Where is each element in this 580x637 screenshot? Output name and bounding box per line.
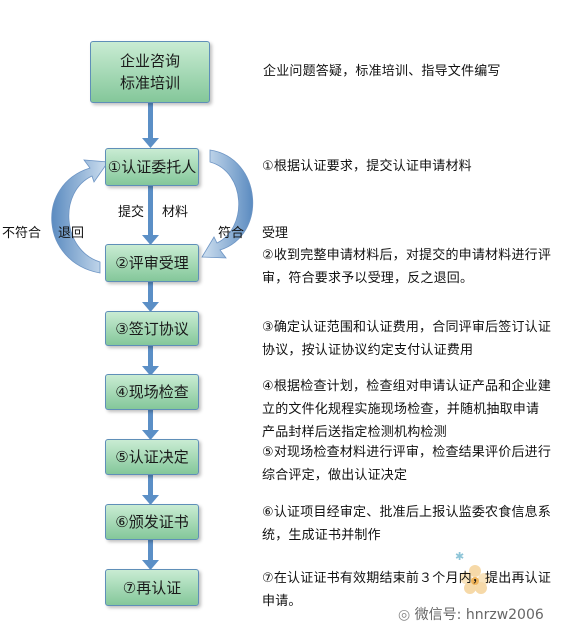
- header-box-line2: 标准培训: [119, 74, 180, 92]
- step-label-1: ①认证委托人: [107, 158, 197, 176]
- arrow-header-to-step1: [142, 102, 159, 148]
- step-description-6: ⑥认证项目经审定、批准后上报认监委农食信息系统，生成证书并制作: [262, 505, 552, 543]
- step-box-3: ③签订协议: [105, 311, 199, 346]
- arrow-step2-to-step3: [142, 281, 159, 312]
- step-description-2: ②收到完整申请材料后，对提交的申请材料进行评审，符合要求予以受理，反之退回。: [262, 248, 552, 286]
- step-box-2: ②评审受理: [105, 244, 199, 282]
- arrow-step5-to-step6: [142, 473, 159, 505]
- step-description-4: ④根据检查计划，检查组对申请认证产品和企业建立的文件化规程实施现场检查，并随机抽…: [262, 379, 552, 440]
- label-material: 材料: [162, 205, 189, 220]
- svg-text:✱: ✱: [455, 550, 464, 563]
- accept-curved-arrow: [201, 149, 253, 259]
- watermark-text: 微信号: hnrzw2006: [414, 607, 544, 623]
- step-description-1: ①根据认证要求，提交认证申请材料: [262, 159, 472, 174]
- header-box-line1: 企业咨询: [119, 52, 180, 70]
- arrow-step6-to-step7: [142, 538, 159, 570]
- label-return: 退回: [58, 226, 85, 241]
- step-description-7: ⑦在认证证书有效期结束前３个月内，提出再认证申请。: [262, 571, 552, 609]
- label-accept: 受理: [262, 226, 289, 241]
- label-submit: 提交: [118, 205, 145, 220]
- step-label-4: ④现场检查: [115, 383, 189, 401]
- label-accept-ok: 符合: [218, 226, 245, 241]
- header-description: 企业问题答疑，标准培训、指导文件编写: [263, 64, 501, 79]
- arrow-step4-to-step5: [142, 408, 159, 440]
- step-box-6: ⑥颁发证书: [105, 504, 199, 540]
- header-box: 企业咨询 标准培训: [90, 41, 210, 103]
- arrow-step1-to-step2: [142, 185, 159, 245]
- flower-decoration: ✱: [455, 550, 490, 594]
- reject-return-curved-arrow: [51, 159, 109, 274]
- step-label-2: ②评审受理: [115, 254, 189, 272]
- wechat-icon: ◎: [398, 607, 411, 623]
- arrow-step3-to-step4: [142, 344, 159, 376]
- step-box-1: ①认证委托人: [105, 148, 199, 186]
- step-label-5: ⑤认证决定: [115, 448, 189, 466]
- step-label-6: ⑥颁发证书: [115, 513, 189, 531]
- wechat-watermark: ◎ 微信号: hnrzw2006: [398, 604, 544, 624]
- step-description-5: ⑤对现场检查材料进行评审，检查结果评价后进行综合评定，做出认证决定: [262, 445, 552, 483]
- step-box-7: ⑦再认证: [105, 569, 199, 606]
- label-reject: 不符合: [2, 226, 42, 241]
- step-label-3: ③签订协议: [115, 319, 189, 338]
- step-description-3: ③确定认证范围和认证费用，合同评审后签订认证协议，按认证协议约定支付认证费用: [262, 320, 552, 358]
- step-box-5: ⑤认证决定: [105, 439, 199, 475]
- step-box-4: ④现场检查: [105, 374, 199, 410]
- step-label-7: ⑦再认证: [122, 578, 182, 597]
